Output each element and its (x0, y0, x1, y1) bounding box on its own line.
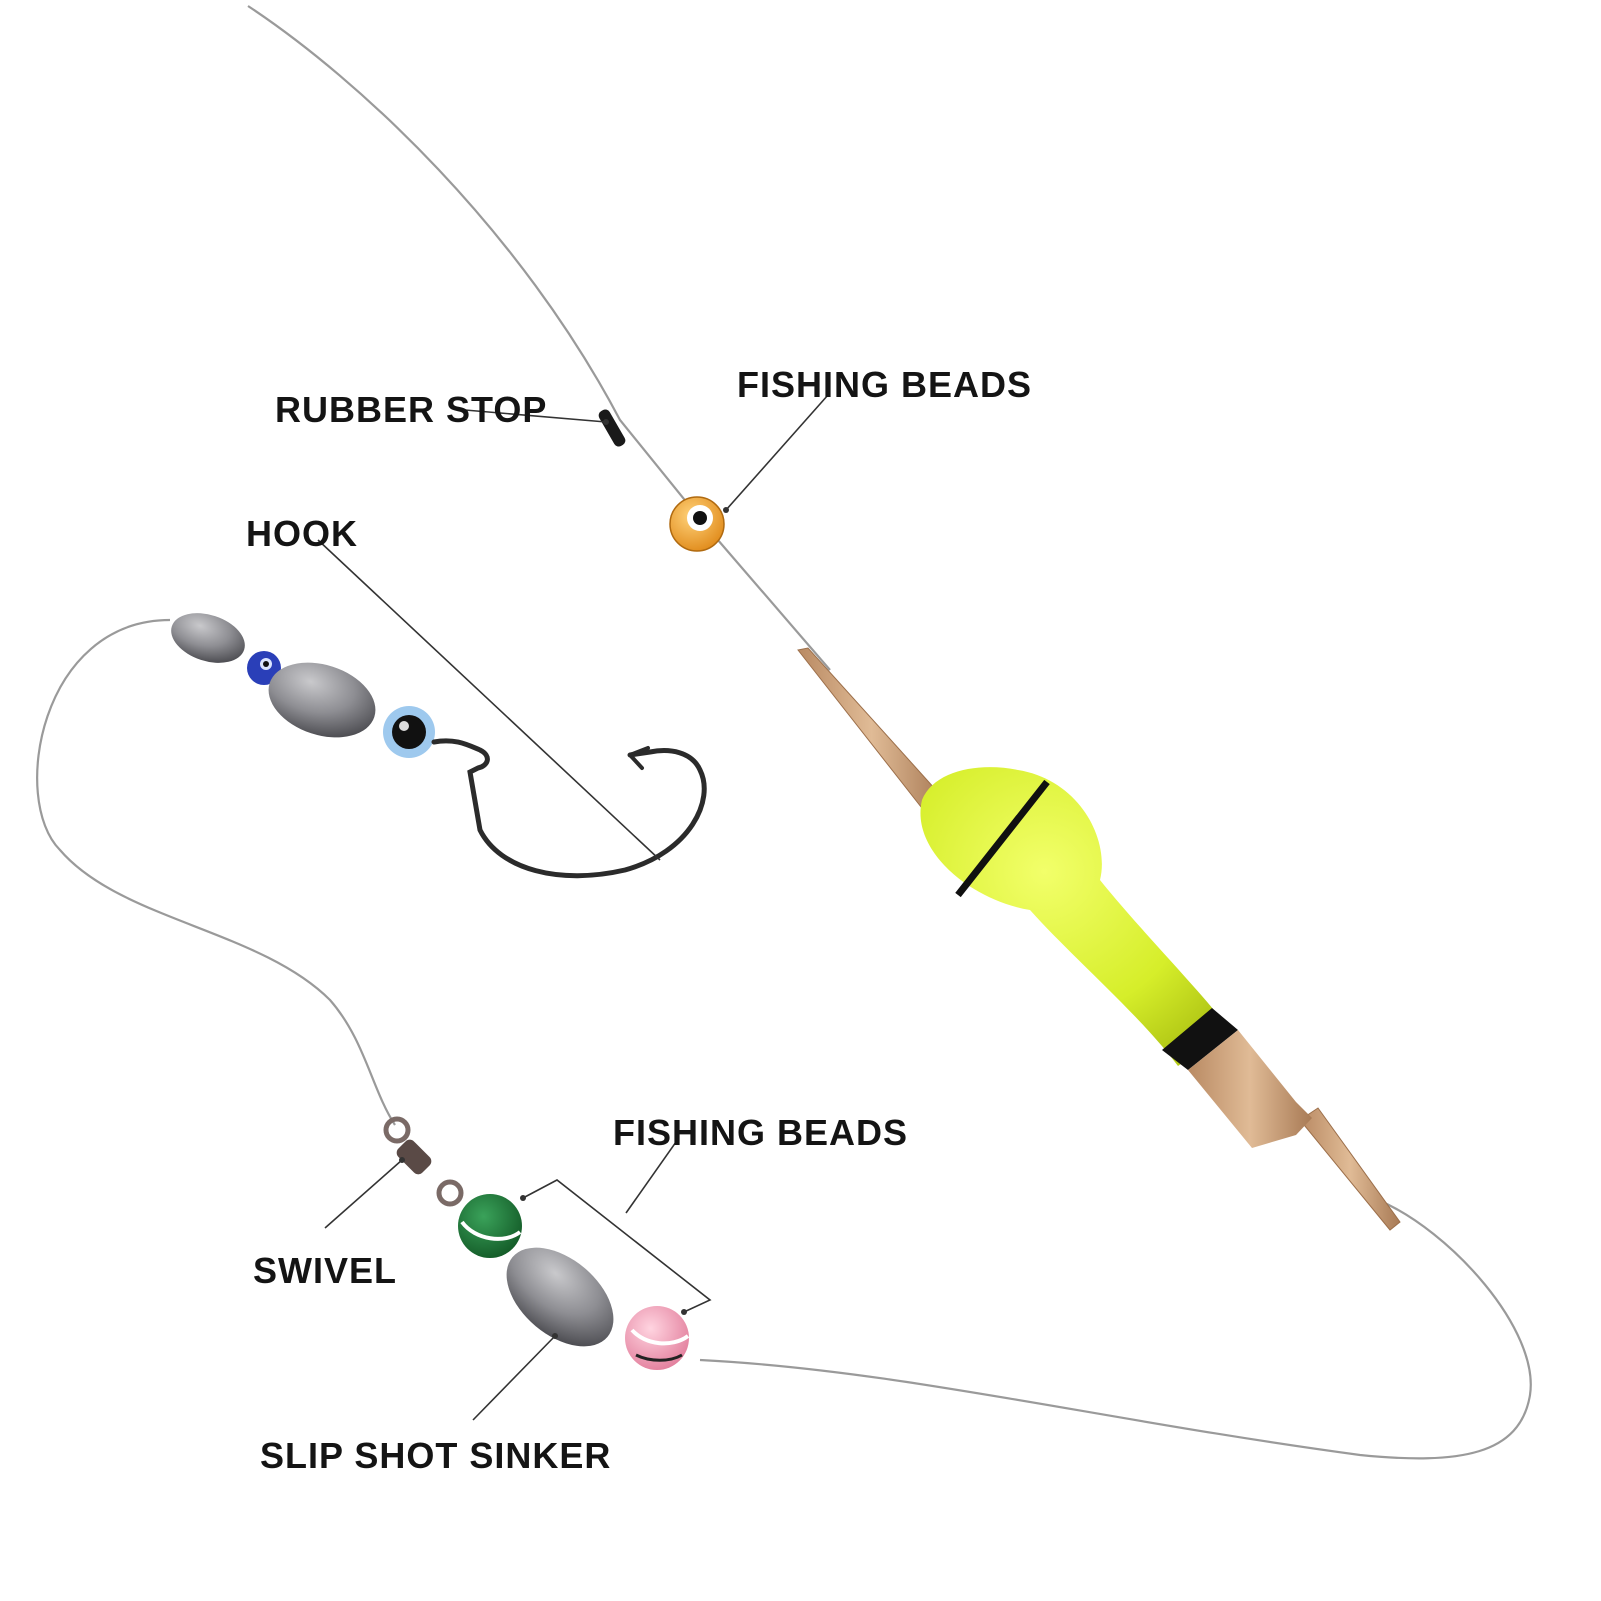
sinker-icon (171, 613, 245, 663)
label-slip-shot-sinker: SLIP SHOT SINKER (260, 1435, 611, 1476)
leader-dot-fishing-beads-top (723, 507, 729, 513)
main-line-upper (247, 5, 831, 671)
rubber-stop-icon (598, 409, 626, 447)
leader-swivel (324, 1159, 403, 1229)
label-hook: HOOK (246, 513, 358, 554)
leader-rubber-stop (464, 409, 607, 423)
leader-slip-shot-sinker (472, 1335, 556, 1421)
hook-rig (171, 613, 707, 879)
float-icon (797, 647, 1401, 1231)
leader-line (36, 618, 396, 1126)
sinker-icon (506, 1247, 614, 1347)
leader-dot-swivel (399, 1157, 405, 1163)
leader-dot-slip-shot-sinker (552, 1333, 558, 1339)
float-body (920, 767, 1230, 1066)
float-stick-bottom (1299, 1107, 1401, 1231)
bead-icon (458, 1194, 522, 1258)
sinker-icon (268, 662, 376, 738)
leader-dot-rubber-stop (603, 419, 609, 425)
float-wood-tail (1188, 1030, 1312, 1148)
bead-icon (669, 496, 725, 552)
leader-hook (317, 539, 661, 861)
float-band-top (955, 779, 1050, 898)
bracket-fishing-beads (522, 1179, 712, 1313)
label-fishing-beads-bottom: FISHING BEADS (613, 1112, 908, 1153)
float-band-bottom (1162, 1008, 1238, 1070)
main-line-lower (699, 1198, 1532, 1460)
leader-fishing-beads-bottom (625, 1141, 677, 1214)
leader-fishing-beads-top (725, 394, 829, 511)
label-swivel: SWIVEL (253, 1250, 397, 1291)
bead-icon (247, 651, 281, 685)
hook-barb (628, 746, 650, 770)
label-fishing-beads-top: FISHING BEADS (737, 364, 1032, 405)
bead-icon (383, 706, 435, 758)
bead-icon (625, 1306, 690, 1370)
bracket-dot-pink (681, 1309, 687, 1315)
bracket-dot-green (520, 1195, 526, 1201)
float-stick-top (797, 647, 946, 813)
swivel-icon (383, 1116, 464, 1207)
hook-icon (431, 738, 707, 879)
label-rubber-stop: RUBBER STOP (275, 389, 547, 430)
